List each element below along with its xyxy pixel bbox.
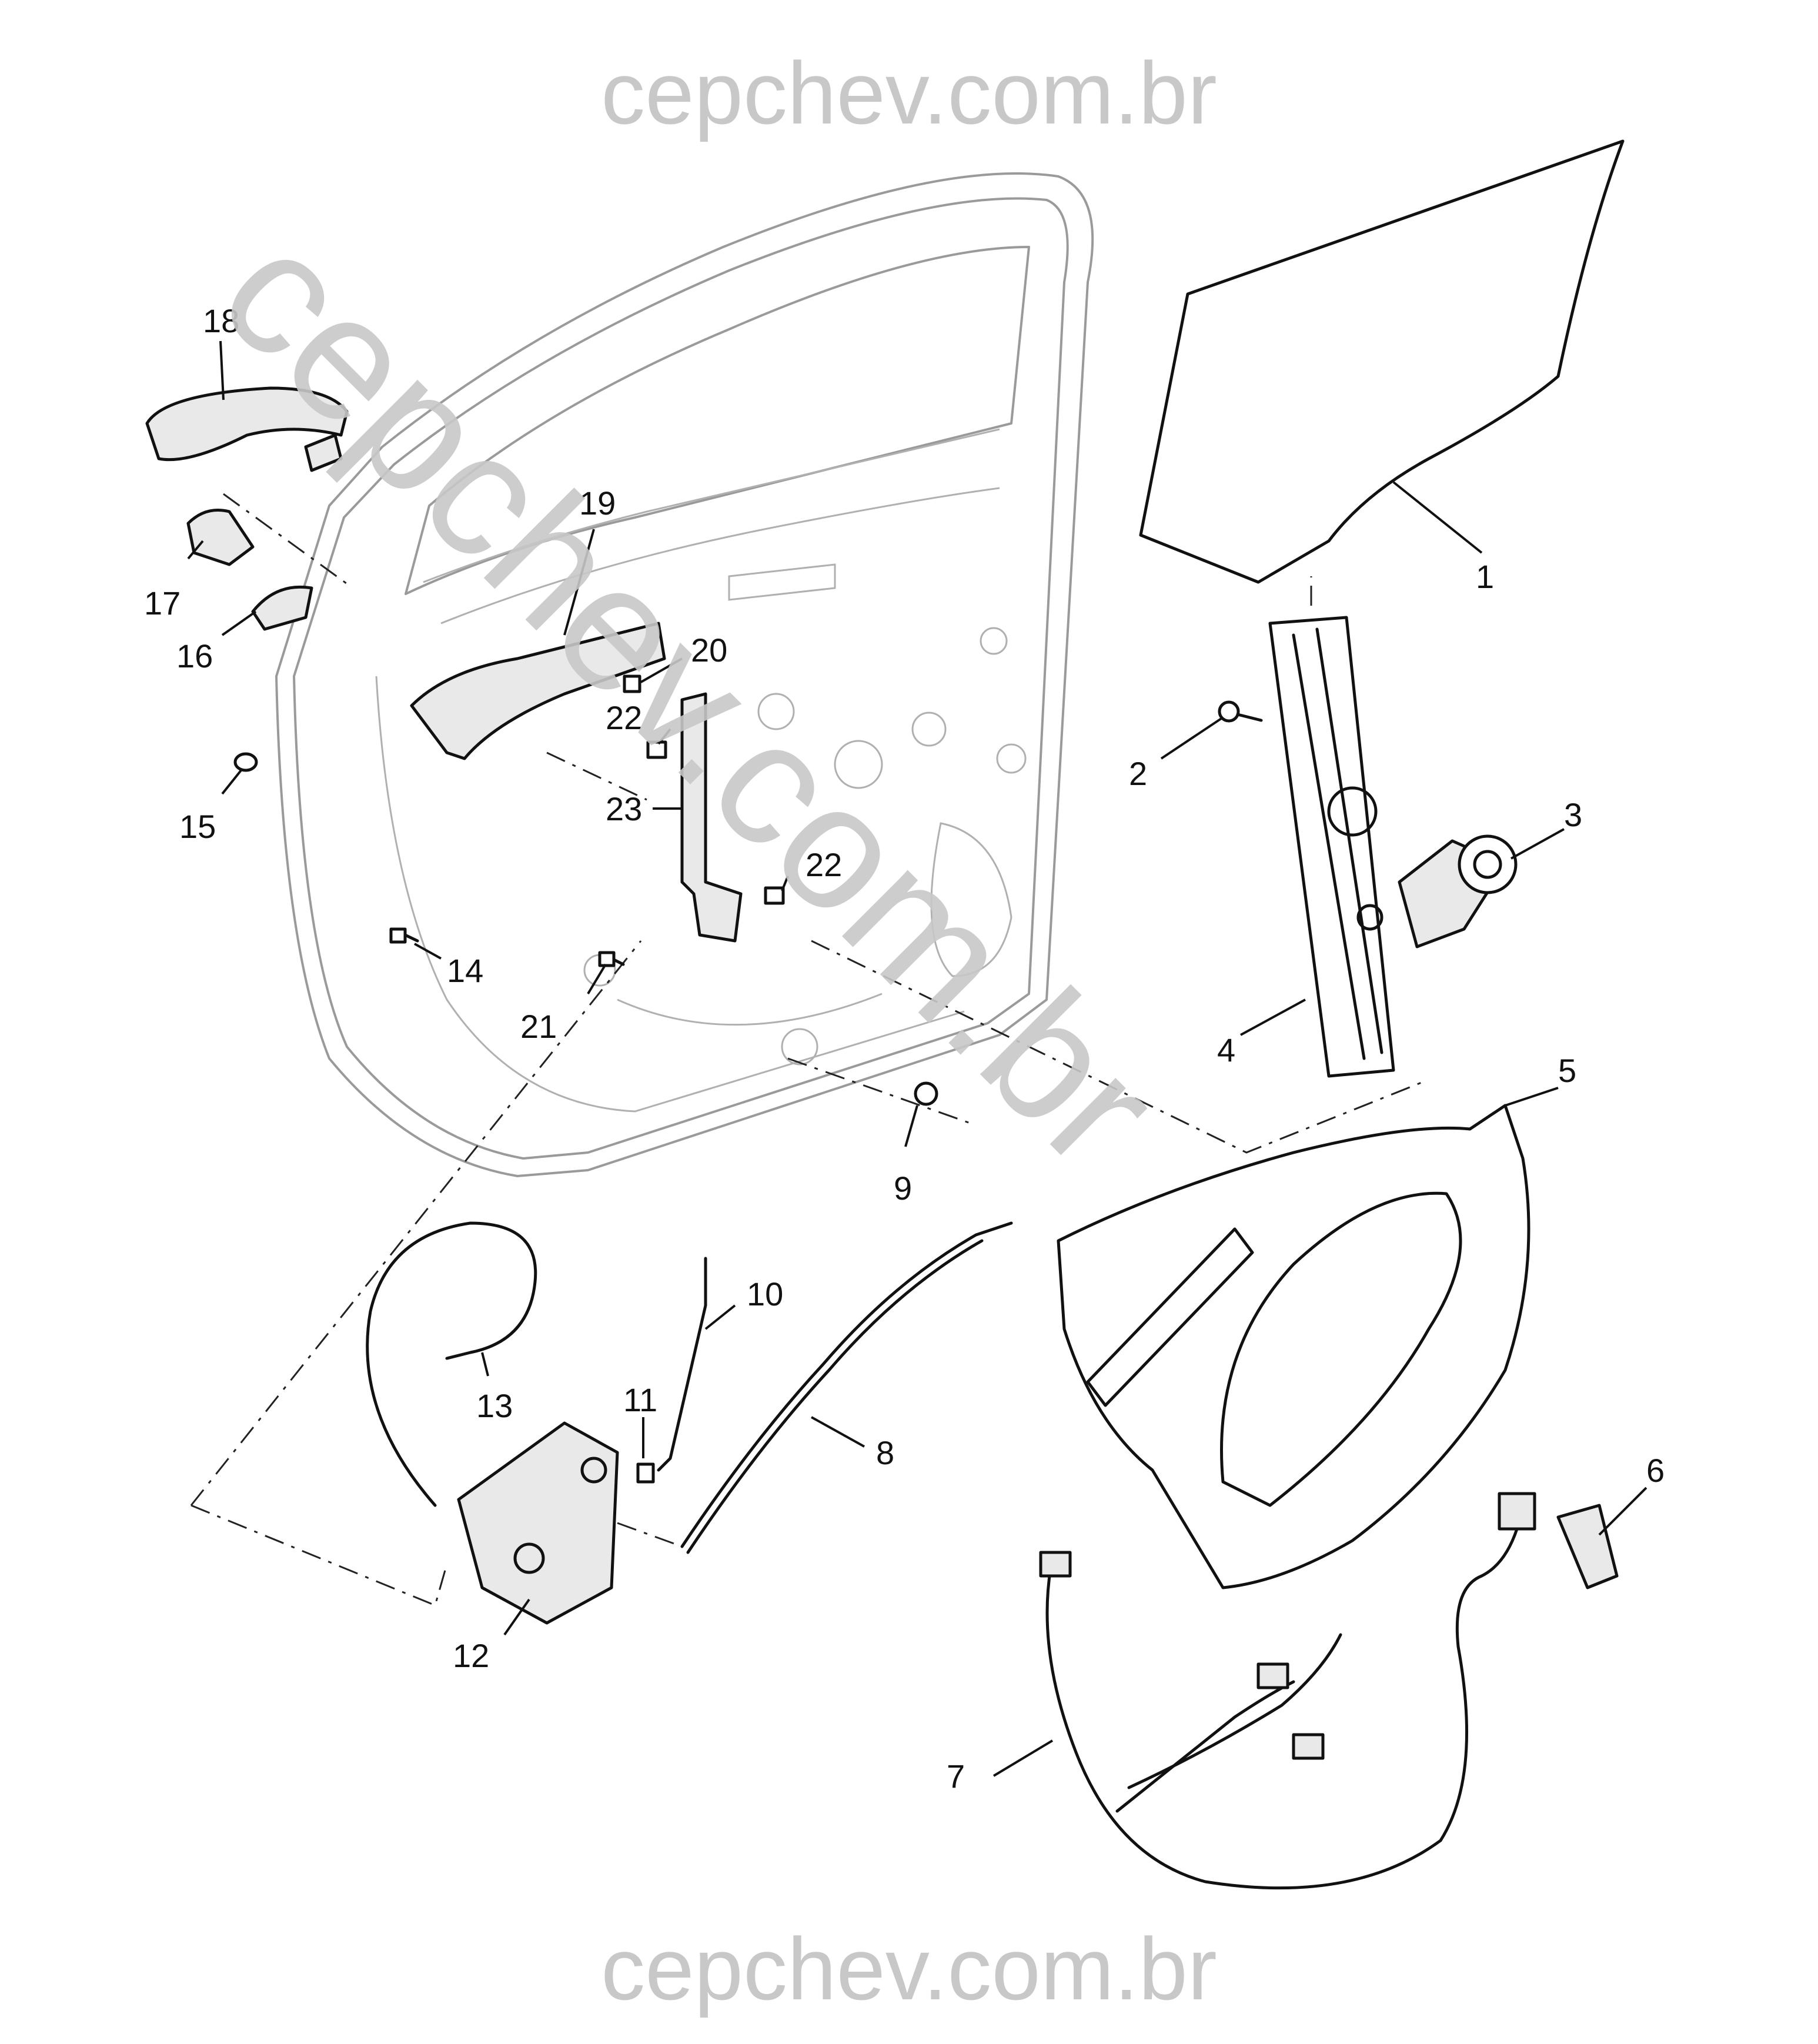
window-glass <box>1139 139 1625 584</box>
handle-bracket <box>410 622 666 760</box>
callout-11: 11 <box>623 1381 657 1418</box>
callout-21: 21 <box>520 1008 557 1045</box>
callout-22a: 22 <box>606 699 642 736</box>
access-plug <box>233 752 258 772</box>
callout-23: 23 <box>606 790 642 827</box>
outside-handle <box>145 386 349 462</box>
callout-2: 2 <box>1129 755 1147 792</box>
regulator-bolt <box>1218 700 1263 723</box>
inside-handle-cable <box>366 1221 537 1507</box>
watermark-top: cepchev.com.br <box>601 44 1217 142</box>
callout-6: 6 <box>1646 1452 1665 1489</box>
callout-4: 4 <box>1217 1031 1235 1068</box>
callout-14: 14 <box>447 952 483 989</box>
grommet <box>914 1081 938 1106</box>
callout-13: 13 <box>476 1387 513 1424</box>
leader-lines <box>187 340 1647 1777</box>
callout-16: 16 <box>176 637 213 674</box>
callout-5: 5 <box>1558 1052 1576 1089</box>
callout-1: 1 <box>1476 558 1494 595</box>
assembly-guides <box>190 493 1423 1607</box>
water-deflector <box>1057 1104 1530 1589</box>
regulator-motor <box>1398 834 1518 948</box>
callout-12: 12 <box>453 1637 489 1674</box>
handle-cap <box>251 585 313 631</box>
window-regulator <box>1268 616 1395 1078</box>
actuator-cable <box>680 1221 1013 1548</box>
callout-15: 15 <box>179 808 216 845</box>
callout-8: 8 <box>876 1434 894 1471</box>
bolt-14 <box>389 927 419 944</box>
callout-7: 7 <box>947 1758 965 1795</box>
connector <box>1556 1504 1619 1589</box>
lock-cylinder-housing <box>186 509 255 566</box>
callouts: 1 2 3 4 5 6 7 8 9 10 11 12 13 14 15 16 1… <box>144 302 1665 1795</box>
bracket-nut <box>623 674 641 693</box>
callout-22b: 22 <box>806 846 842 883</box>
watermark-bottom: cepchev.com.br <box>601 1919 1217 2018</box>
rod-clip <box>636 1462 655 1484</box>
lock-rod <box>657 1257 707 1472</box>
callout-9: 9 <box>894 1170 912 1207</box>
callout-10: 10 <box>747 1275 783 1312</box>
callout-17: 17 <box>144 585 181 622</box>
callout-3: 3 <box>1564 796 1582 833</box>
bracket-clip-lower <box>764 886 785 905</box>
latch-guide-bracket <box>680 692 743 943</box>
callout-18: 18 <box>203 302 239 339</box>
callout-20: 20 <box>691 632 727 669</box>
wiring-harness <box>1045 1527 1519 1890</box>
door-shell <box>275 172 1094 1177</box>
bracket-clip-upper <box>646 740 667 759</box>
callout-19: 19 <box>579 485 616 522</box>
bolt-21 <box>598 951 625 967</box>
door-latch <box>457 1421 619 1625</box>
